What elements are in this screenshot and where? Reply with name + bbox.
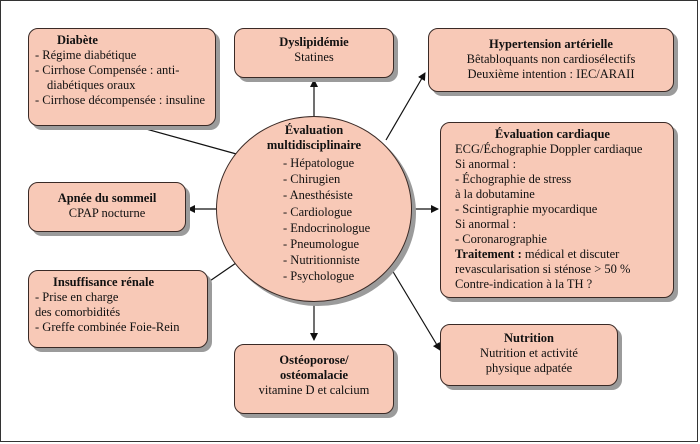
cardiaque-line: à la dobutamine [455,187,535,201]
renale-line: des comorbidités [35,305,121,319]
nutrition-title: Nutrition [504,331,554,345]
cardiaque-line: ECG/Échographie Doppler cardiaque [455,142,643,156]
cardiaque-traitement: Traitement : médical et discuter [455,247,667,262]
hypertension-box: Hypertension artérielle Bêtabloquants no… [428,28,674,92]
specialist-item: - Endocrinologue [283,220,371,235]
diabete-line: - Régime diabétique [35,48,137,62]
osteo-box: Ostéoporose/ ostéomalacie vitamine D et … [234,344,394,414]
osteo-title-2: ostéomalacie [279,368,349,382]
cardiaque-line: - Coronarographie [455,232,547,246]
cardiaque-title: Évaluation cardiaque [495,127,610,141]
specialist-list: - Hépatologue - Chirugien - Anesthésiste… [283,155,370,285]
center-title: Évaluation multidisciplinaire [217,123,411,153]
specialist-item: - Nutritionniste [283,253,360,268]
specialist-item: - Anesthésiste [283,188,353,203]
nutrition-line: physique adpatée [485,361,573,375]
cardiaque-line: Si anormal : [455,217,517,231]
specialist-item: - Psychologue [283,269,355,284]
cardiaque-line: - Échographie de stress [455,172,572,186]
renale-line: - Prise en charge [35,290,119,304]
hypertension-line: Deuxième intention : IEC/ARAII [467,67,635,81]
diabete-title: Diabète [57,33,98,47]
renale-box: Insuffisance rénale - Prise en charge de… [28,270,208,348]
hypertension-title: Hypertension artérielle [489,37,613,51]
apnee-text: CPAP nocturne [68,206,146,220]
specialist-item: - Cardiologue [283,204,353,219]
specialist-item: - Hépatologue [283,156,355,170]
renale-title: Insuffisance rénale [53,275,155,289]
cardiaque-line: Si anormal : [455,157,517,171]
arrow-to-renale [203,262,237,286]
traitement-text: médical et discuter [521,247,620,261]
osteo-text: vitamine D et calcium [258,383,370,397]
diabete-line: - Cirrhose Compensée : anti- [35,63,180,77]
traitement-label: Traitement : [455,247,522,261]
center-ellipse: Évaluation multidisciplinaire - Hépatolo… [216,116,412,302]
specialist-item: - Pneumologue [283,237,360,252]
center-title-line2: multidisciplinaire [266,138,362,152]
specialist-item: - Chirugien [283,172,341,187]
cardiaque-line: Contre-indication à la TH ? [455,277,593,291]
arrow-to-hypertension [385,72,426,141]
arrow-to-diabete [127,122,241,156]
cardiaque-line: - Scintigraphie myocardique [455,202,598,216]
center-title-line1: Évaluation [284,123,344,137]
diabete-box: Diabète - Régime diabétique - Cirrhose C… [28,28,216,126]
hypertension-line: Bêtabloquants non cardiosélectifs [466,52,636,66]
dyslipidemie-box: Dyslipidémie Statines [234,28,394,78]
diabete-line: - Cirrhose décompensée : insuline [35,93,206,107]
renale-line: - Greffe combinée Foie-Rein [35,320,180,334]
dyslipidemie-title: Dyslipidémie [279,35,349,49]
arrow-to-nutrition [391,269,441,351]
osteo-title-1: Ostéoporose/ [279,353,349,367]
nutrition-box: Nutrition Nutrition et activité physique… [440,324,618,386]
cardiaque-line: revascularisation si sténose > 50 % [455,262,631,276]
dyslipidemie-text: Statines [294,50,334,64]
cardiaque-box: Évaluation cardiaque ECG/Échographie Dop… [440,122,674,298]
nutrition-line: Nutrition et activité [480,346,578,360]
apnee-title: Apnée du sommeil [57,191,157,205]
apnee-box: Apnée du sommeil CPAP nocturne [28,182,186,232]
diabete-line: diabétiques oraux [47,78,136,92]
